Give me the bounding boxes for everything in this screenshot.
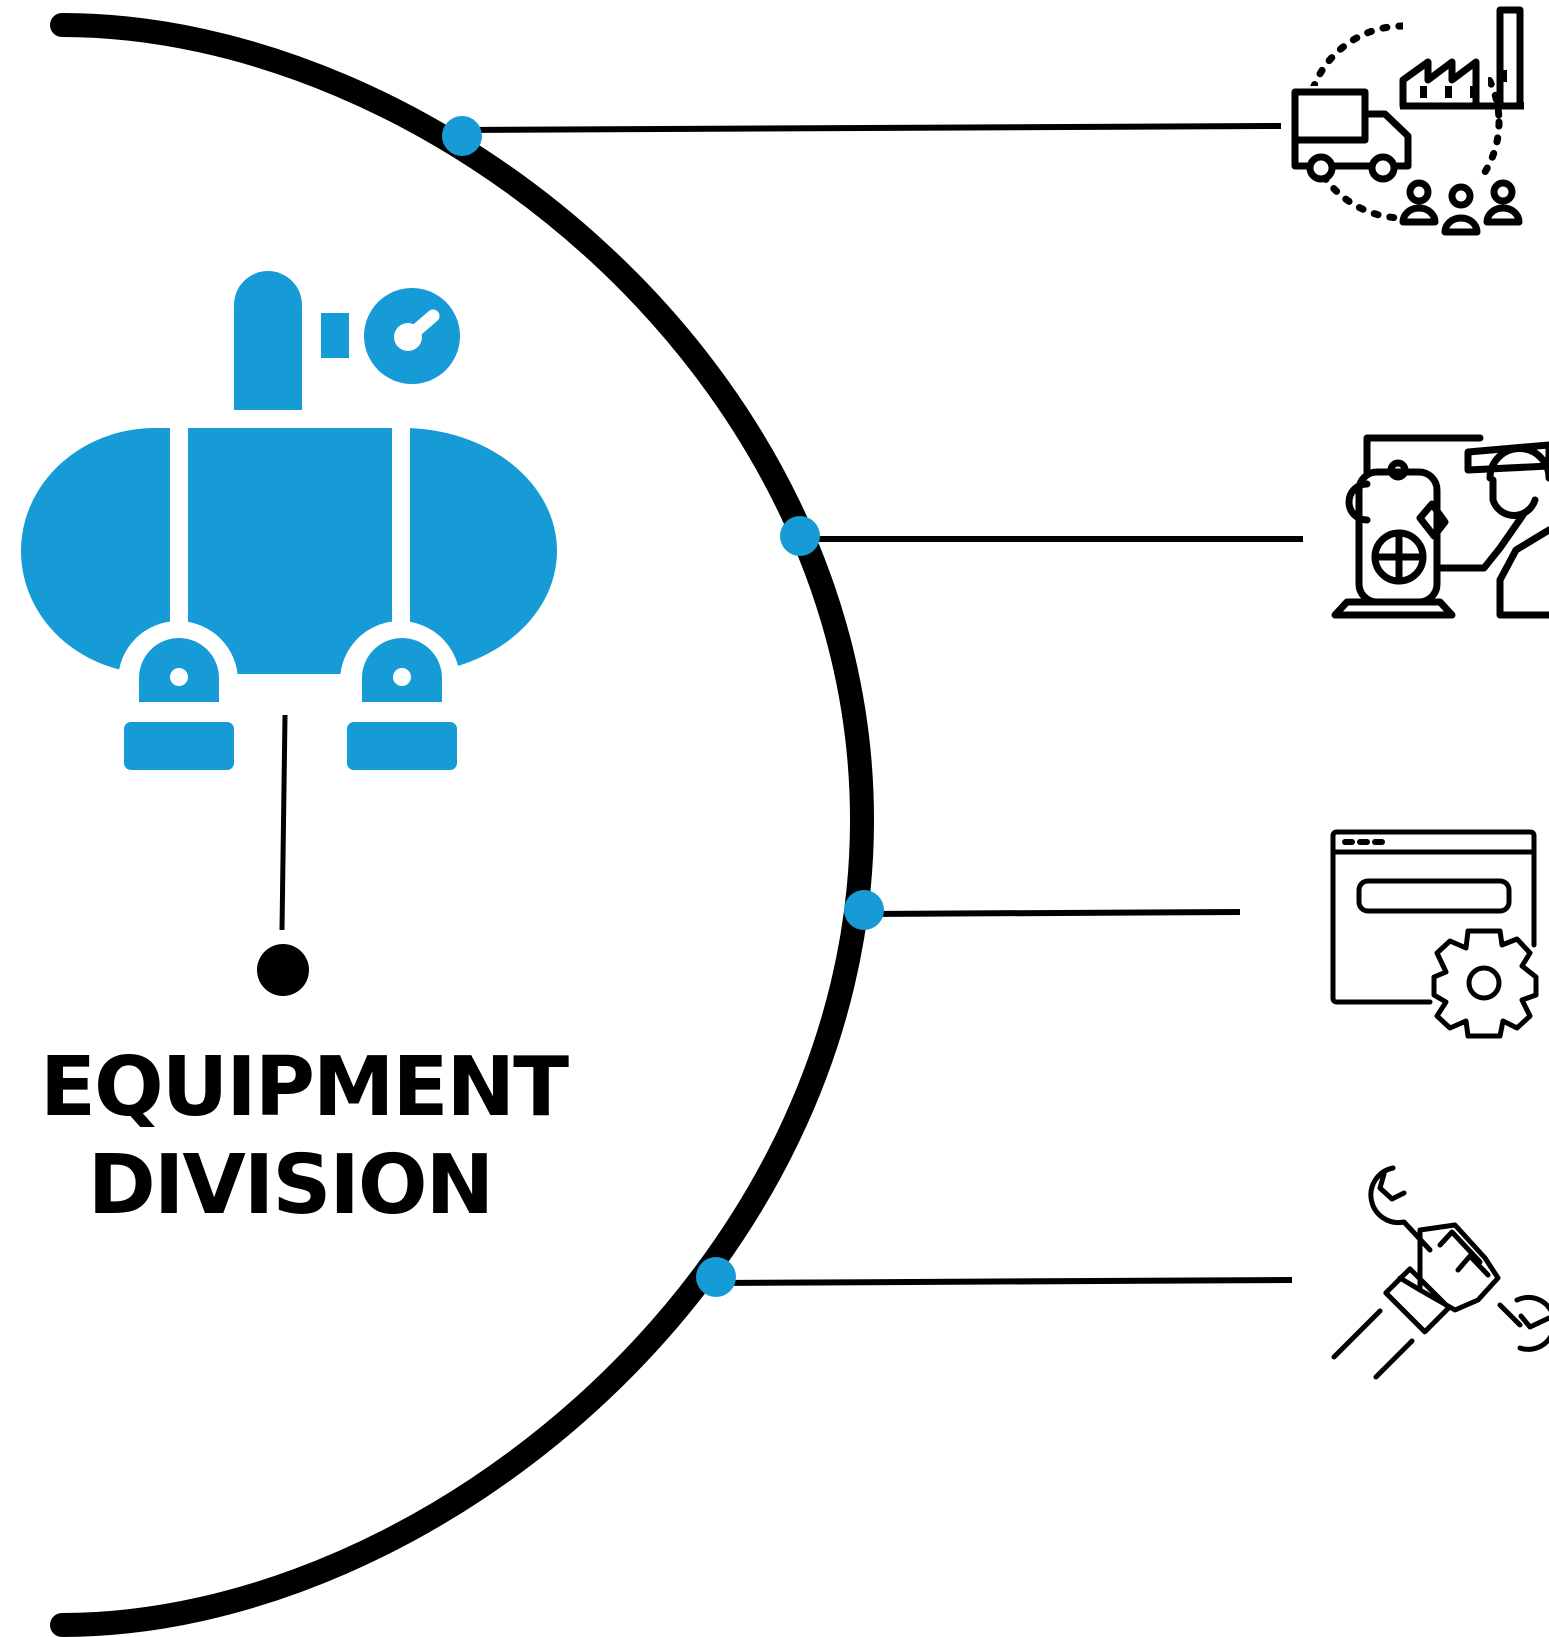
compressor-tank-icon <box>21 271 557 770</box>
arc-node-4 <box>696 1257 736 1297</box>
division-title-line-1: EQUIPMENT <box>40 1040 569 1135</box>
arc-node-3 <box>844 890 884 930</box>
arc-node-2 <box>780 516 820 556</box>
connector-line-1 <box>461 123 1282 133</box>
connector-line-3 <box>863 909 1241 917</box>
main-arc <box>50 13 875 1637</box>
arc-nodes <box>442 116 884 1297</box>
title-node <box>257 944 309 996</box>
supply-chain-icon <box>1290 6 1525 236</box>
arc-node-1 <box>442 116 482 156</box>
division-title-line-2: DIVISION <box>87 1138 494 1233</box>
machine-operator-icon <box>1331 434 1549 619</box>
hand-wrench-icon <box>1331 1165 1549 1380</box>
connector-line-4 <box>715 1277 1293 1286</box>
connector-line-title <box>279 714 288 931</box>
connector-lines <box>279 123 1303 1286</box>
web-settings-icon <box>1330 829 1539 1039</box>
